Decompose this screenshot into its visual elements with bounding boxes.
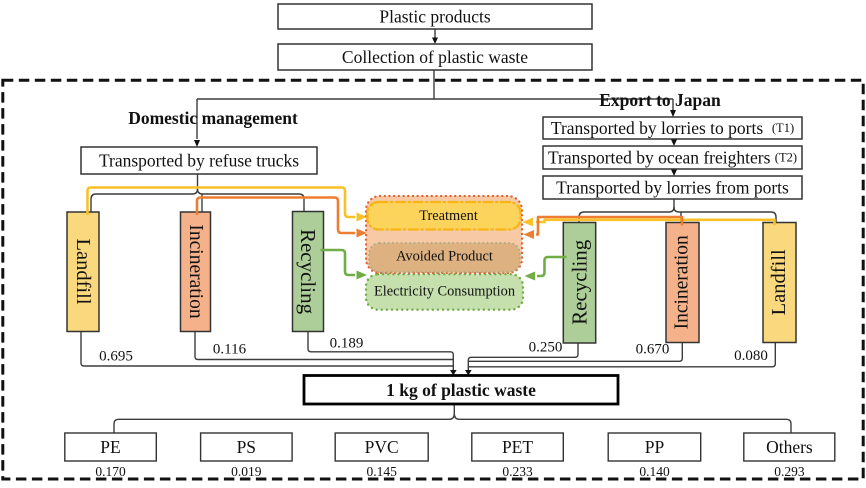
svg-text:Export to Japan: Export to Japan: [599, 90, 721, 110]
svg-text:Transported by refuse trucks: Transported by refuse trucks: [99, 151, 299, 171]
svg-text:0.170: 0.170: [95, 464, 126, 479]
svg-text:0.189: 0.189: [330, 336, 364, 352]
svg-text:Collection of plastic waste: Collection of plastic waste: [342, 47, 528, 67]
svg-text:PET: PET: [502, 437, 533, 457]
svg-text:0.695: 0.695: [99, 349, 133, 365]
svg-text:Transported by lorries from po: Transported by lorries from ports: [556, 178, 789, 198]
svg-text:0.145: 0.145: [367, 464, 398, 479]
svg-text:0.140: 0.140: [639, 464, 670, 479]
svg-text:PVC: PVC: [365, 437, 399, 457]
svg-text:Avoided Product: Avoided Product: [396, 249, 493, 265]
svg-text:PE: PE: [100, 437, 120, 457]
svg-text:0.080: 0.080: [734, 348, 768, 364]
svg-text:Landfill: Landfill: [768, 249, 790, 315]
svg-text:PS: PS: [237, 437, 256, 457]
svg-text:0.670: 0.670: [636, 342, 670, 358]
svg-text:0.233: 0.233: [502, 464, 533, 479]
svg-text:Treatment: Treatment: [419, 208, 478, 224]
svg-text:Others: Others: [766, 437, 813, 457]
svg-text:Plastic products: Plastic products: [379, 7, 490, 27]
svg-text:Electricity Consumption: Electricity Consumption: [374, 284, 515, 300]
svg-text:Recycling: Recycling: [296, 229, 320, 315]
svg-text:Transported by lorries to port: Transported by lorries to ports (T1): [551, 118, 794, 138]
svg-text:0.019: 0.019: [231, 464, 262, 479]
svg-text:0.293: 0.293: [774, 464, 805, 479]
svg-text:Recycling: Recycling: [567, 239, 591, 325]
svg-text:Domestic management: Domestic management: [128, 108, 298, 128]
svg-text:0.116: 0.116: [213, 342, 247, 358]
svg-text:Transported by ocean freighter: Transported by ocean freighters (T2): [548, 148, 797, 168]
svg-text:Landfill: Landfill: [72, 238, 94, 304]
svg-text:Incineration: Incineration: [185, 224, 206, 318]
svg-text:PP: PP: [645, 437, 665, 457]
svg-text:Incineration: Incineration: [672, 235, 693, 329]
svg-text:1 kg of plastic waste: 1 kg of plastic waste: [386, 380, 536, 400]
svg-text:0.250: 0.250: [529, 340, 563, 356]
